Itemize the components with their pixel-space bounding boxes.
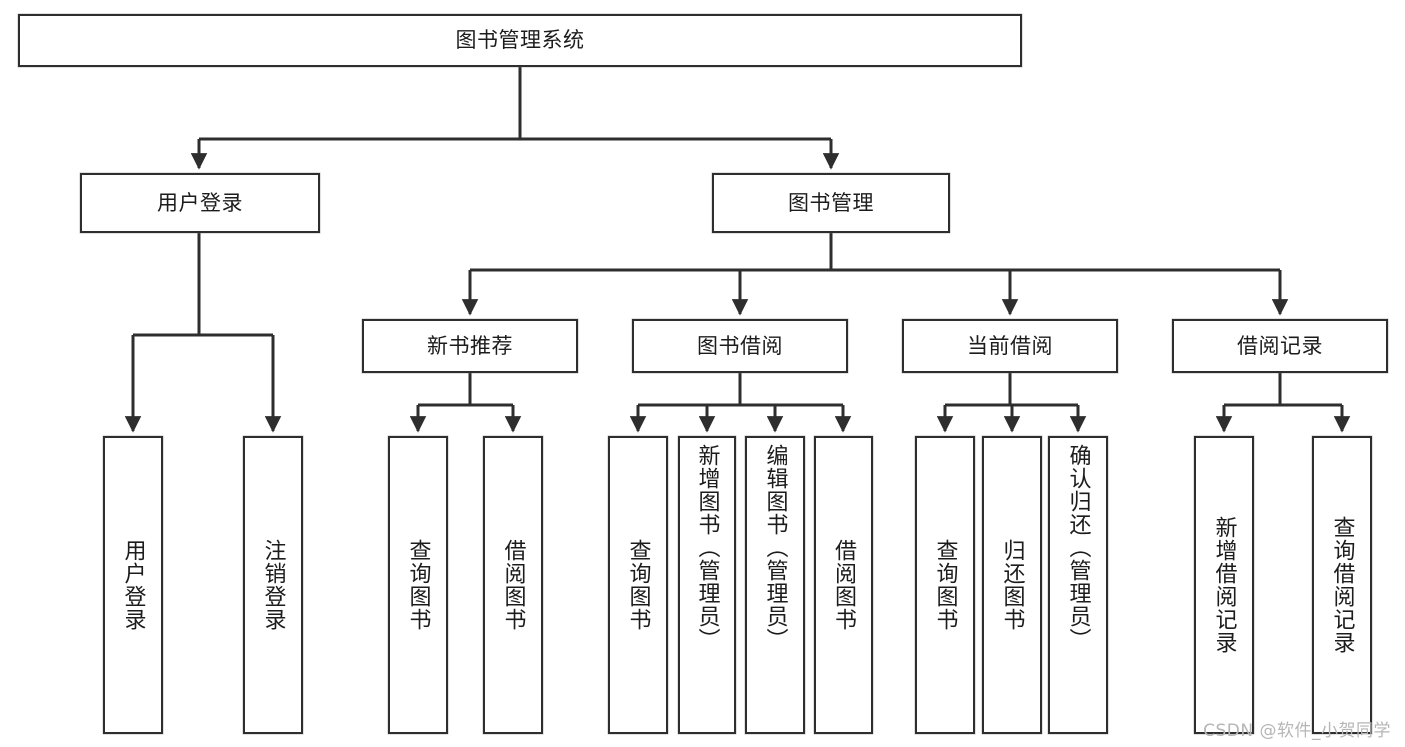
node-root-system[interactable]: 图书管理系统 — [18, 14, 1022, 67]
node-leaf-user-logout[interactable]: 注销登录 — [243, 436, 303, 734]
node-leaf-confirm-return[interactable]: 确认归还（管理员） — [1048, 436, 1108, 734]
node-leaf-confirm-return-label: 确认归还（管理员） — [1065, 444, 1091, 651]
node-leaf-borrow-book-rec[interactable]: 借阅图书 — [483, 436, 543, 734]
node-root-label: 图书管理系统 — [455, 28, 585, 53]
node-leaf-add-book-label: 新增图书（管理员） — [694, 444, 720, 651]
node-current-borrow[interactable]: 当前借阅 — [902, 319, 1118, 373]
node-leaf-add-record[interactable]: 新增借阅记录 — [1194, 436, 1254, 734]
node-new-book-rec-label: 新书推荐 — [427, 333, 513, 358]
node-leaf-query-record-label: 查询借阅记录 — [1329, 516, 1355, 654]
node-borrow-record-label: 借阅记录 — [1237, 333, 1323, 358]
node-leaf-query-book-rec-label: 查询图书 — [405, 539, 431, 631]
node-leaf-query-book-current-label: 查询图书 — [932, 539, 958, 631]
node-borrow-record[interactable]: 借阅记录 — [1172, 319, 1388, 373]
node-leaf-edit-book-label: 编辑图书（管理员） — [762, 444, 788, 651]
node-leaf-borrow-book-label: 借阅图书 — [831, 539, 857, 631]
watermark: CSDN @软件_小贺同学 — [1203, 721, 1391, 741]
node-leaf-query-record[interactable]: 查询借阅记录 — [1312, 436, 1372, 734]
node-leaf-borrow-book[interactable]: 借阅图书 — [814, 436, 873, 734]
node-new-book-rec[interactable]: 新书推荐 — [362, 319, 578, 373]
node-leaf-user-login[interactable]: 用户登录 — [103, 436, 163, 734]
node-leaf-borrow-book-rec-label: 借阅图书 — [500, 539, 526, 631]
node-leaf-add-record-label: 新增借阅记录 — [1211, 516, 1237, 654]
node-user-login[interactable]: 用户登录 — [80, 173, 320, 233]
node-book-borrow-label: 图书借阅 — [697, 333, 783, 358]
node-leaf-return-book-label: 归还图书 — [999, 539, 1025, 631]
node-book-borrow[interactable]: 图书借阅 — [632, 319, 848, 373]
node-leaf-edit-book[interactable]: 编辑图书（管理员） — [745, 436, 805, 734]
node-leaf-add-book[interactable]: 新增图书（管理员） — [678, 436, 736, 734]
node-leaf-user-logout-label: 注销登录 — [260, 539, 286, 631]
node-leaf-return-book[interactable]: 归还图书 — [982, 436, 1042, 734]
node-leaf-query-book-borrow-label: 查询图书 — [625, 539, 651, 631]
node-user-login-label: 用户登录 — [157, 190, 243, 215]
node-leaf-query-book-rec[interactable]: 查询图书 — [388, 436, 448, 734]
node-current-borrow-label: 当前借阅 — [967, 333, 1053, 358]
node-leaf-user-login-label: 用户登录 — [120, 539, 146, 631]
node-book-manage[interactable]: 图书管理 — [712, 173, 950, 233]
node-leaf-query-book-current[interactable]: 查询图书 — [915, 436, 975, 734]
node-leaf-query-book-borrow[interactable]: 查询图书 — [608, 436, 668, 734]
node-book-manage-label: 图书管理 — [788, 190, 874, 215]
